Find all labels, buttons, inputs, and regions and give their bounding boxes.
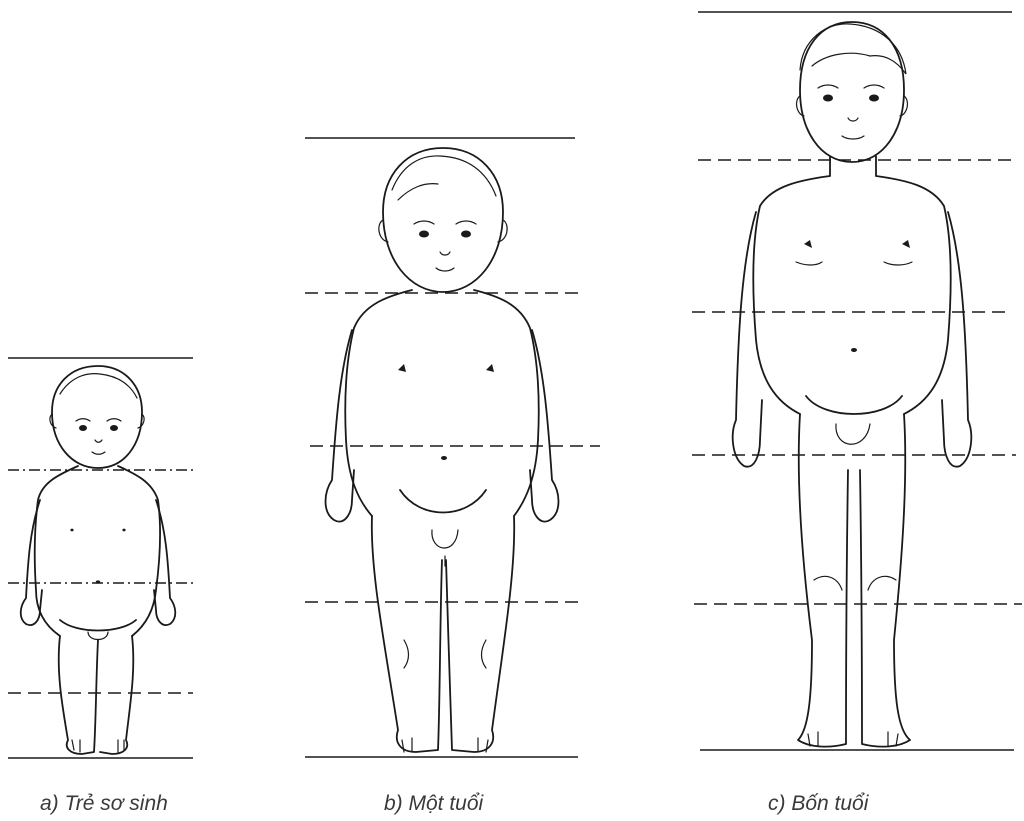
figure-newborn (8, 358, 193, 758)
newborn-body-drawing (21, 366, 176, 754)
one-year-guide-lines (305, 138, 600, 757)
caption-four-years: c) Bốn tuổi (768, 792, 868, 816)
caption-one-year: b) Một tuổi (384, 792, 483, 816)
figure-one-year (305, 138, 600, 757)
caption-newborn: a) Trẻ sơ sinh (40, 792, 168, 816)
four-years-guide-lines (692, 12, 1022, 750)
one-year-body-drawing (326, 148, 559, 752)
four-years-body-drawing (733, 22, 972, 747)
figure-four-years (692, 12, 1022, 750)
newborn-guide-lines (8, 358, 193, 758)
